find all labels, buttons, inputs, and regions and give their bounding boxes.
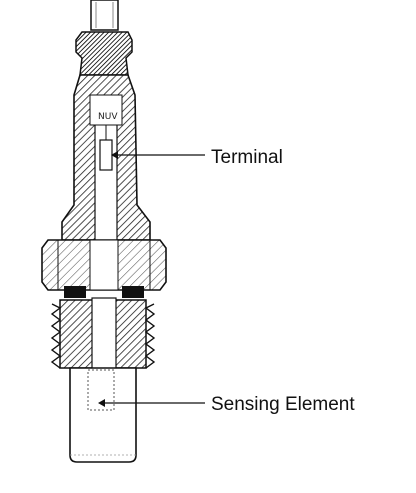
leader-terminal	[111, 151, 205, 159]
gasket	[64, 286, 144, 298]
hex-nut	[41, 239, 167, 291]
threaded-body	[50, 297, 156, 371]
sensing-element-label: Sensing Element	[211, 394, 355, 415]
leader-sensing-element	[98, 399, 205, 407]
terminal-label: Terminal	[211, 147, 283, 168]
wire-lead	[90, 0, 119, 31]
boot-cap	[75, 31, 133, 76]
sensing-element-housing	[69, 367, 137, 463]
upper-housing: NUV	[61, 74, 151, 269]
svg-text:NUV: NUV	[98, 112, 118, 122]
